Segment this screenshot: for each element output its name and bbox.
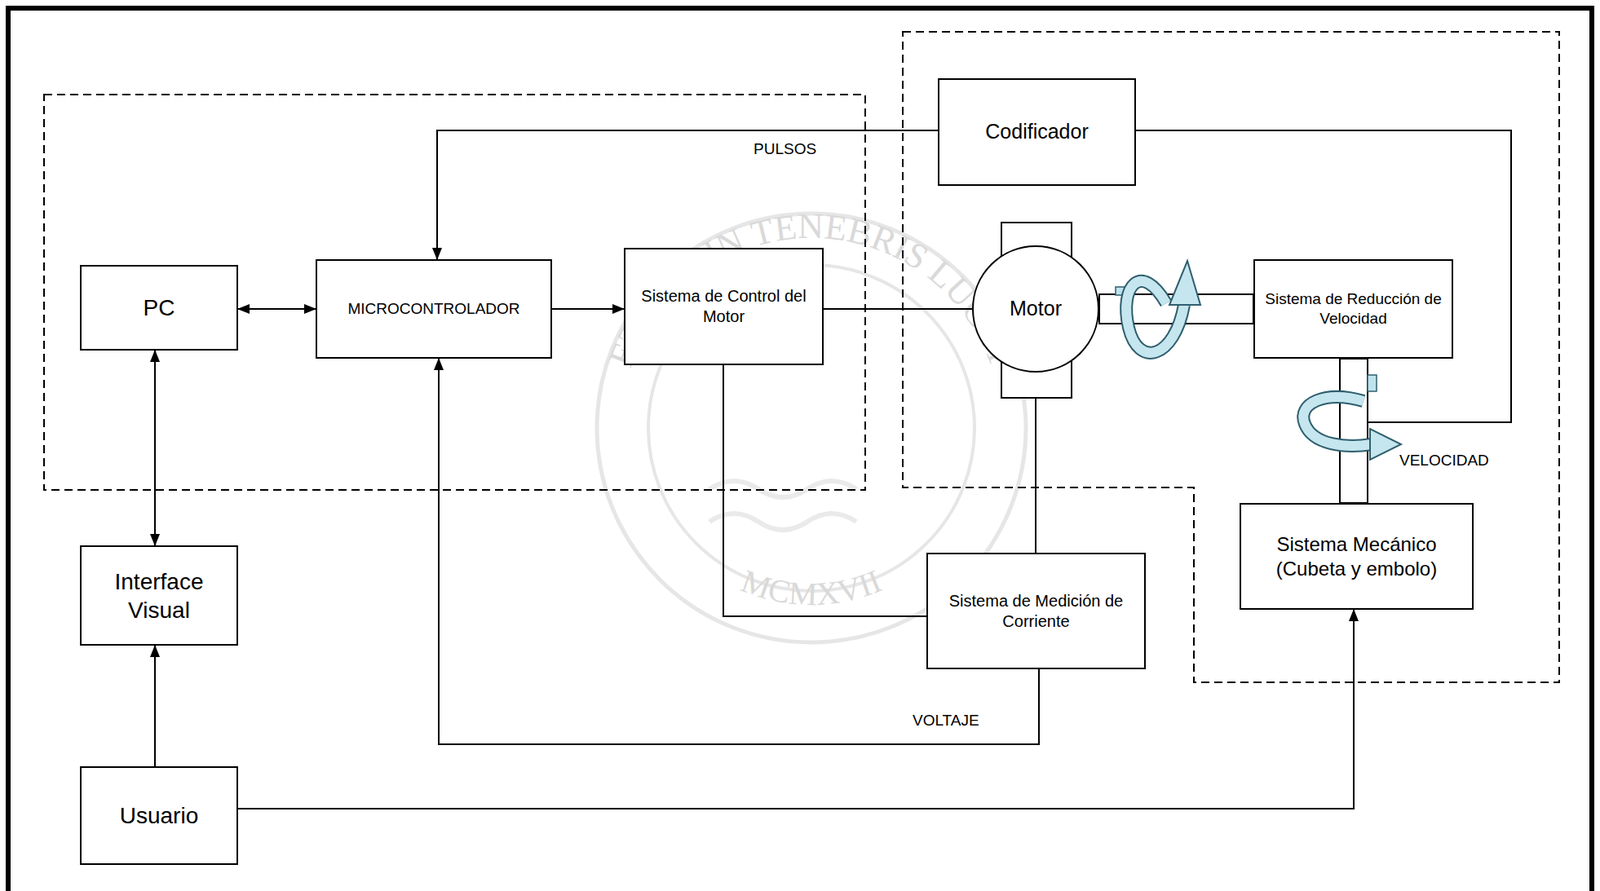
motor-circle — [972, 246, 1099, 372]
node-text: Usuario — [119, 801, 199, 831]
connector-line — [552, 308, 624, 310]
shaft-key — [1367, 375, 1377, 392]
connector-line — [723, 365, 927, 617]
visual-interface-box: Interface Visual — [79, 545, 239, 646]
node-text: PC — [143, 293, 176, 323]
signal-label: VOLTAJE — [910, 711, 982, 730]
drive-shaft — [1339, 358, 1368, 504]
node-text: Sistema de Reducción de Velocidad — [1261, 289, 1446, 329]
motor-label-holder: Motor — [972, 221, 1100, 397]
rotation-arrowhead — [1370, 428, 1402, 460]
connector-line — [438, 358, 1039, 745]
dashed-region — [44, 94, 866, 491]
connector-line — [437, 130, 938, 260]
encoder-box: Codificador — [937, 78, 1136, 186]
user-box: Usuario — [79, 766, 239, 866]
node-text: Codificador — [985, 119, 1088, 145]
node-text: MICROCONTROLADOR — [347, 299, 520, 319]
connector-line — [823, 308, 973, 310]
current-sensor-box: Sistema de Medición de Corriente — [926, 552, 1146, 670]
node-text: Sistema Mecánico (Cubeta y embolo) — [1247, 532, 1466, 582]
connector-line — [1034, 398, 1037, 553]
watermark-text: MCMXVII — [736, 562, 887, 614]
node-text: Motor — [1009, 296, 1062, 322]
watermark-text: ET LUX IN TENEBRIS LUCET — [601, 206, 1023, 373]
outer-frame — [8, 8, 1592, 891]
signal-label: PULSOS — [751, 140, 818, 159]
signal-label: VELOCIDAD — [1397, 451, 1491, 470]
watermark-text-holder: ET LUX IN TENEBRIS LUCET — [601, 206, 1023, 373]
microcontroller-box: MICROCONTROLADOR — [315, 259, 553, 359]
speed-reducer-box: Sistema de Reducción de Velocidad — [1253, 259, 1454, 359]
watermark-text-holder: MCMXVII — [736, 562, 887, 614]
mechanical-system-box: Sistema Mecánico (Cubeta y embolo) — [1239, 503, 1474, 610]
motor-control-box: Sistema de Control del Motor — [623, 247, 824, 366]
motor-symbol: Motor — [972, 221, 1100, 399]
rotation-arrow — [1303, 397, 1372, 447]
connector-line — [154, 350, 156, 546]
connector-line — [238, 308, 316, 310]
rotation-arrowhead — [1169, 260, 1201, 305]
node-text: Sistema de Control del Motor — [632, 286, 816, 328]
dashed-region — [902, 31, 1560, 683]
rotation-arrow — [1303, 397, 1372, 447]
connector-line — [1135, 130, 1512, 423]
connector-line — [238, 609, 1354, 809]
pc-box: PC — [79, 265, 239, 351]
seal-waves — [709, 481, 857, 531]
node-text: Interface Visual — [88, 567, 230, 625]
connector-line — [154, 645, 156, 767]
node-text: Sistema de Medición de Corriente — [934, 591, 1138, 633]
